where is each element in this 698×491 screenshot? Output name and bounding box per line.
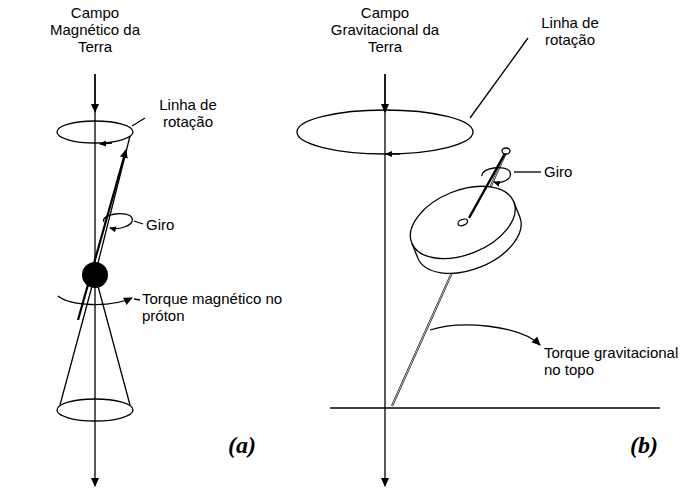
cone-line	[60, 275, 95, 405]
leader-line	[132, 118, 145, 126]
rotation-label: Linha de rotação	[530, 14, 610, 48]
field-axis	[384, 74, 385, 486]
leader-line	[470, 38, 528, 118]
torque-arrow	[430, 325, 540, 345]
torque-arrow	[58, 296, 132, 305]
rotation-arrow	[100, 143, 112, 144]
ground-line	[330, 407, 660, 408]
field-label: Campo Magnético da Terra	[45, 4, 145, 55]
top-stem-end	[502, 148, 510, 154]
cone-line	[95, 275, 130, 405]
rotation-line	[57, 121, 133, 143]
rotation-line	[57, 399, 133, 421]
spin-arrow	[104, 214, 133, 229]
spin-arrow	[482, 168, 511, 183]
panel-tag: (b)	[630, 432, 680, 458]
leader-line	[514, 171, 541, 172]
rotation-line	[297, 110, 473, 154]
top-stem	[469, 148, 508, 218]
rotation-arrow	[386, 153, 400, 154]
spin-label: Giro	[146, 216, 196, 233]
rotation-label: Linha de rotação	[148, 96, 228, 130]
torque-label: Torque magnético no próton	[142, 290, 302, 324]
torque-label: Torque gravitacional no topo	[544, 344, 694, 378]
top-disc	[400, 172, 532, 287]
field-arrow	[384, 74, 385, 112]
proton	[82, 262, 108, 288]
leader-line	[134, 221, 143, 224]
leader-line	[134, 299, 140, 300]
field-label: Campo Gravitacional da Terra	[325, 4, 445, 55]
field-arrow	[94, 74, 95, 112]
panel-tag: (a)	[228, 432, 278, 458]
spin-axis	[78, 150, 126, 320]
spin-label: Giro	[544, 163, 594, 180]
